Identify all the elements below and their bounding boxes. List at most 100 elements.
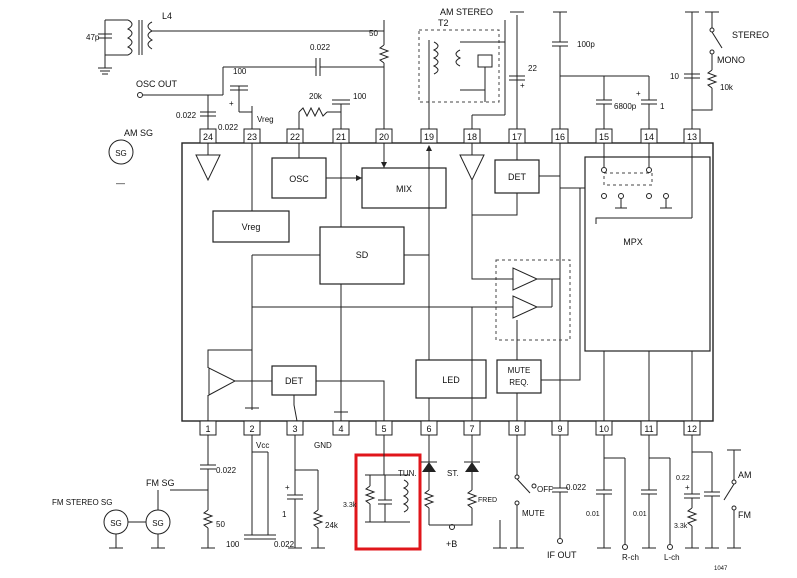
c-022-label: 0.22 [676, 475, 690, 482]
tun-label: TUN. [398, 469, 417, 478]
pin-23: 23 [247, 132, 257, 142]
bottom-pins: 1 2 3 4 5 6 7 8 9 10 11 12 [199, 420, 701, 436]
highlight-box-tun-coil [354, 453, 422, 551]
mix-label: MIX [396, 184, 412, 194]
am-sg-source [108, 139, 134, 165]
pin-16: 16 [555, 132, 565, 142]
svg-text:+: + [285, 483, 290, 492]
am-stereo-label: AM STEREO [440, 7, 493, 17]
am-sg-dash: — [116, 178, 125, 188]
c-001-b-label: 0.01 [633, 511, 647, 518]
l4-label: L4 [162, 11, 172, 21]
fm-label: FM [738, 510, 751, 520]
osc-label: OSC [289, 174, 309, 184]
c-100-b-label: 100 [353, 92, 367, 101]
r-20k-label: 20k [309, 92, 323, 101]
off-label: OFF [537, 485, 553, 494]
pin-5: 5 [381, 424, 386, 434]
pin-4: 4 [338, 424, 343, 434]
vreg-pin-label: Vreg [257, 115, 274, 124]
pin-1: 1 [205, 424, 210, 434]
plus-b-label: +B [446, 539, 457, 549]
pin-2: 2 [249, 424, 254, 434]
det-top-label: DET [508, 172, 527, 182]
fm-sg-label: FM SG [146, 478, 175, 488]
c-0022-left-label: 0.022 [176, 111, 197, 120]
svg-text:+: + [229, 99, 234, 108]
fred-label: FRED [478, 497, 497, 504]
mute-label: MUTE [522, 509, 545, 518]
am-label: AM [738, 470, 752, 480]
tun-coil [402, 479, 409, 513]
fm-sg-text: SG [152, 519, 164, 528]
c-100-a-label: 100 [233, 67, 247, 76]
osc-block [271, 157, 327, 199]
pin-19: 19 [424, 132, 434, 142]
pin-20: 20 [379, 132, 389, 142]
coil-l4-secondary [147, 21, 154, 50]
vcc-label: Vcc [256, 441, 269, 450]
mute-req-block [496, 359, 542, 394]
pin-6: 6 [426, 424, 431, 434]
pin-14: 14 [644, 132, 654, 142]
r-50-top-label: 50 [369, 29, 378, 38]
pin-12: 12 [687, 424, 697, 434]
c-100-bottom-label: 100 [226, 540, 240, 549]
fm-stereo-sg-text: SG [110, 519, 122, 528]
c-22-label: 22 [528, 64, 537, 73]
top-pins: 24 23 22 21 20 19 18 17 16 15 14 13 [199, 128, 701, 144]
r-50-bottom-label: 50 [216, 520, 225, 529]
c-0022-top-label: 0.022 [310, 43, 331, 52]
st-led [465, 462, 479, 472]
pin-7: 7 [469, 424, 474, 434]
led-label: LED [442, 375, 460, 385]
l-ch-label: L-ch [664, 553, 680, 562]
if-out-label: IF OUT [547, 550, 577, 560]
mpx-block [584, 156, 711, 352]
c-47p-label: 47p [86, 33, 100, 42]
vreg-block-label: Vreg [242, 222, 261, 232]
svg-text:+: + [636, 89, 641, 98]
pin-9: 9 [557, 424, 562, 434]
led-block [415, 359, 487, 399]
c-1-bottom-label: 1 [282, 510, 287, 519]
mute-req-line1: MUTE [508, 366, 531, 375]
r-10k-label: 10k [720, 83, 734, 92]
c-0022-left2-label: 0.022 [218, 123, 239, 132]
mix-block [361, 167, 447, 209]
c-100p-label: 100p [577, 40, 595, 49]
gnd-label: GND [314, 441, 332, 450]
c-0022-bottom-label: 0.022 [274, 540, 295, 549]
c-0022-pin1-label: 0.022 [216, 466, 237, 475]
pin-24: 24 [203, 132, 213, 142]
pin-8: 8 [514, 424, 519, 434]
c-10-label: 10 [670, 72, 679, 81]
am-sg-text: SG [115, 149, 127, 158]
pin-17: 17 [512, 132, 522, 142]
pin-15: 15 [599, 132, 609, 142]
pin-18: 18 [467, 132, 477, 142]
det-bottom-label: DET [285, 376, 304, 386]
tun-led [422, 462, 436, 472]
c-1-label: 1 [660, 102, 665, 111]
r-ch-label: R-ch [622, 553, 639, 562]
t2-label: T2 [438, 18, 449, 28]
pin-21: 21 [336, 132, 346, 142]
am-sg-label: AM SG [124, 128, 153, 138]
amp-group [495, 259, 571, 341]
r-33k-label: 3.3k [343, 502, 357, 509]
input-amp [208, 367, 237, 396]
mono-label: MONO [717, 55, 745, 65]
pin-3: 3 [292, 424, 297, 434]
c-0022-pin9-label: 0.022 [566, 483, 587, 492]
c-001-a-label: 0.01 [586, 511, 600, 518]
r-24k-label: 24k [325, 521, 339, 530]
mute-req-line2: REQ. [509, 378, 529, 387]
svg-text:+: + [520, 81, 525, 90]
coil-l4-primary [126, 19, 133, 56]
svg-text:+: + [685, 483, 690, 492]
pin-10: 10 [599, 424, 609, 434]
corner-code: 1047 [714, 566, 728, 572]
osc-out-label: OSC OUT [136, 79, 178, 89]
